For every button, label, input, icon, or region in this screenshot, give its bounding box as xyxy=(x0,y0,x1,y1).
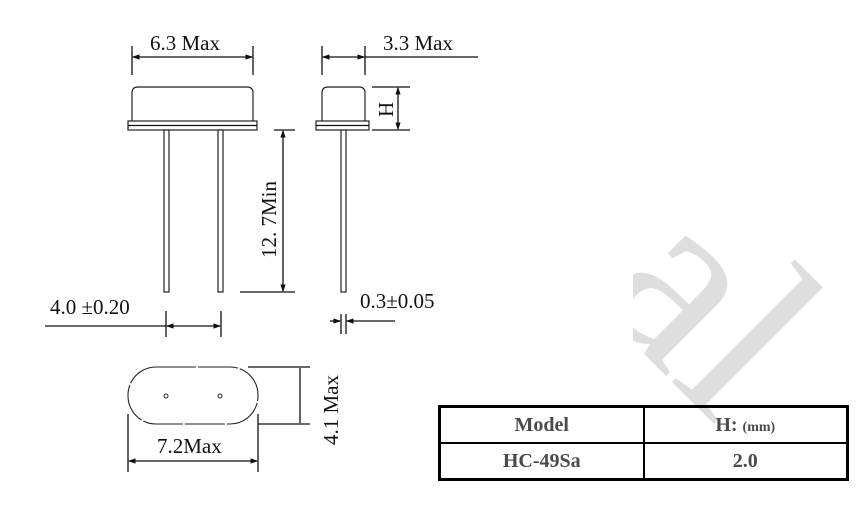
header-h-label: H: xyxy=(715,413,738,436)
lead-length-dimension: 12. 7Min xyxy=(257,180,281,258)
header-h-unit: (mm) xyxy=(742,419,776,435)
base-length-dimension: 7.2Max xyxy=(157,434,222,458)
bottom-view: 4.1 Max 7.2Max xyxy=(127,366,343,472)
header-model: Model xyxy=(438,405,645,444)
front-view: 6.3 Max 12. 7Min 4.0 ±0.20 xyxy=(45,31,295,337)
depth-dimension: 3.3 Max xyxy=(383,31,453,55)
cell-model: HC-49Sa xyxy=(438,442,645,481)
header-h: H: (mm) xyxy=(642,405,849,444)
table-row: HC-49Sa 2.0 xyxy=(438,442,849,481)
width-dimension: 6.3 Max xyxy=(150,31,220,55)
lead-hole xyxy=(163,393,169,399)
table-header-row: Model H: (mm) xyxy=(438,405,849,444)
lead-side xyxy=(340,129,347,293)
lead-hole xyxy=(217,393,223,399)
lead-right xyxy=(217,129,224,293)
base-width-dimension: 4.1 Max xyxy=(319,375,343,445)
lead-pitch-dimension: 4.0 ±0.20 xyxy=(50,295,130,319)
cell-h: 2.0 xyxy=(642,442,849,481)
height-dimension: H xyxy=(374,102,398,117)
side-view: 3.3 Max H 0.3±0.05 xyxy=(315,31,478,334)
lead-left xyxy=(163,129,170,293)
lead-diameter-dimension: 0.3±0.05 xyxy=(360,289,435,313)
model-spec-table: Model H: (mm) HC-49Sa 2.0 xyxy=(438,405,849,481)
